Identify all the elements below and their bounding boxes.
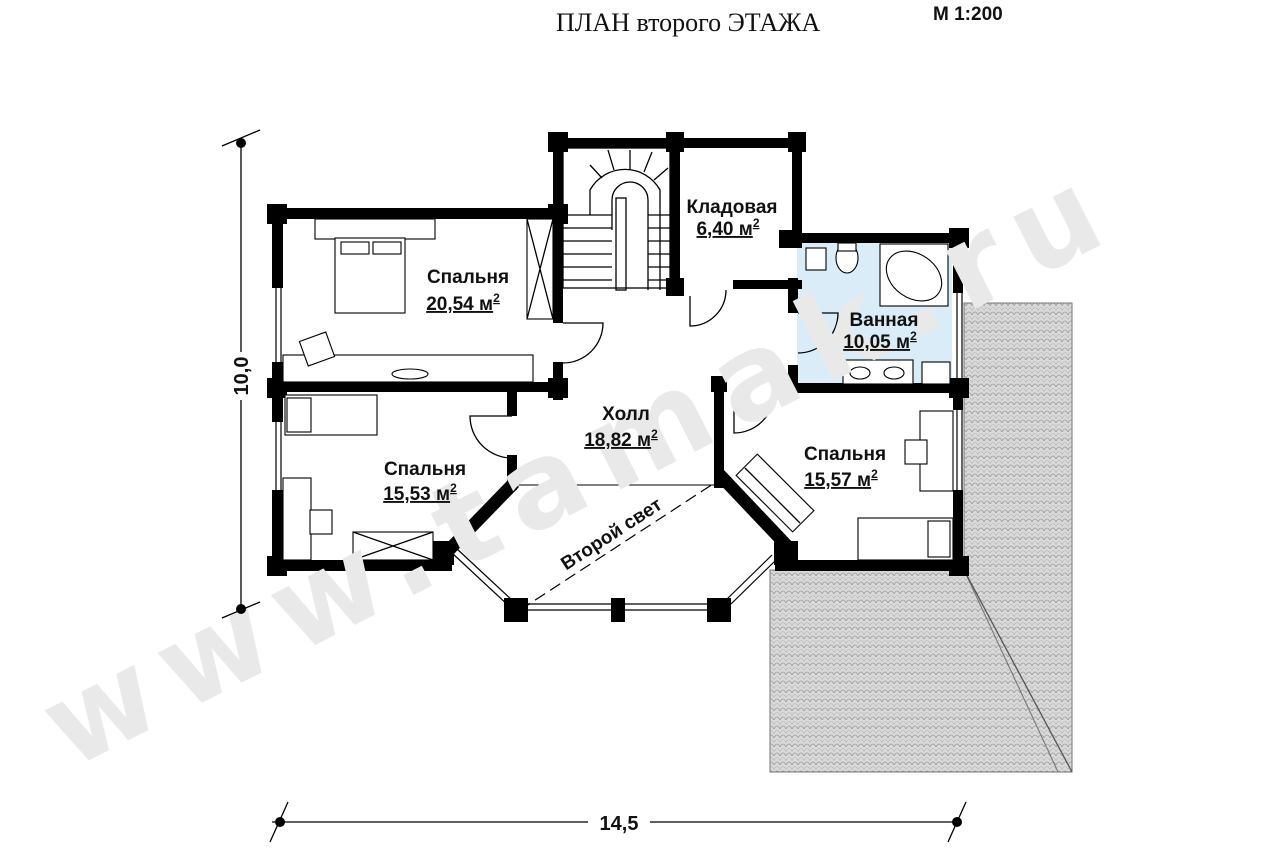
roof-area-right: [963, 302, 1073, 773]
dimension-height: 10,0: [221, 129, 261, 619]
windows: [275, 139, 963, 611]
svg-text:10,0: 10,0: [231, 357, 253, 396]
roof-ridge-line: [963, 569, 1073, 773]
svg-text:Спальня: Спальня: [804, 444, 886, 465]
staircase: [562, 147, 671, 291]
room-label-storage: Кладовая 6,40 м2: [687, 197, 778, 240]
svg-text:18,82 м2: 18,82 м2: [584, 427, 658, 451]
room-label-bathroom: Ванная 10,05 м2: [843, 310, 918, 353]
svg-text:14,5: 14,5: [600, 813, 639, 835]
svg-text:6,40 м2: 6,40 м2: [696, 216, 759, 240]
room-label-hall: Холл 18,82 м2: [584, 404, 658, 451]
svg-text:Ванная: Ванная: [850, 310, 919, 331]
plan-title: ПЛАН второго ЭТАЖА: [556, 8, 821, 37]
svg-text:20,54 м2: 20,54 м2: [426, 291, 500, 315]
svg-text:Спальня: Спальня: [384, 459, 466, 480]
svg-text:15,53 м2: 15,53 м2: [383, 481, 457, 505]
dimension-width: 14,5: [269, 801, 967, 843]
second-light-line: [519, 481, 717, 611]
svg-text:10,05 м2: 10,05 м2: [843, 329, 917, 353]
svg-text:15,57 м2: 15,57 м2: [804, 467, 878, 491]
furniture: [282, 218, 954, 561]
svg-text:Кладовая: Кладовая: [687, 197, 778, 218]
scale-label: М 1:200: [933, 4, 1003, 25]
svg-text:Спальня: Спальня: [427, 267, 509, 288]
room-label-bedroom-1: Спальня 20,54 м2: [426, 267, 509, 315]
svg-text:Холл: Холл: [602, 404, 650, 425]
doors: [469, 289, 839, 459]
walls: [267, 132, 969, 622]
room-label-bedroom-3: Спальня 15,57 м2: [804, 444, 886, 491]
room-label-bedroom-2: Спальня 15,53 м2: [383, 459, 466, 505]
